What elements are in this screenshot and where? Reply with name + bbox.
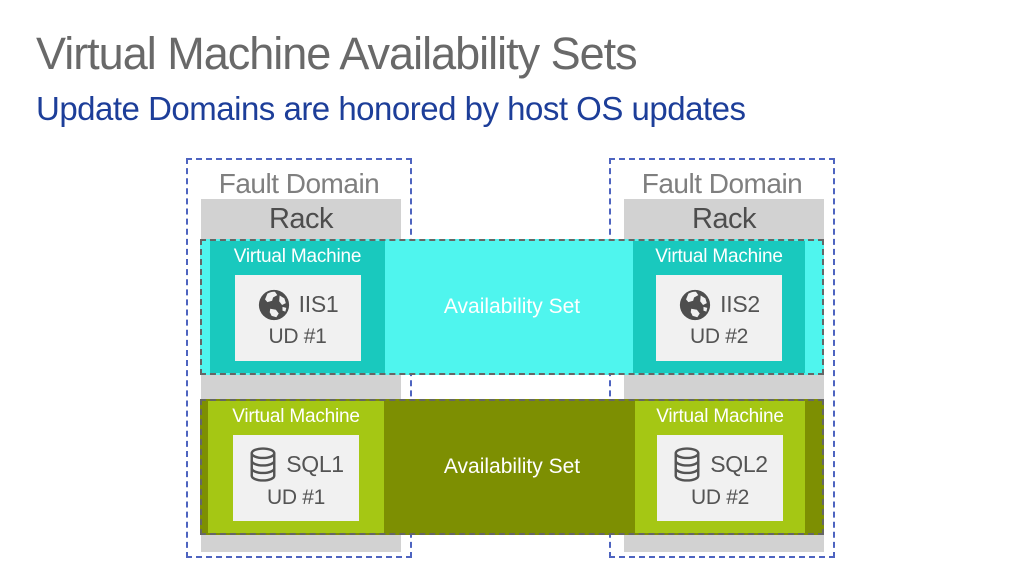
vm-card-iis1: Virtual Machine IIS1 UD #1 [210,241,385,373]
vm-ud-label: UD #2 [690,486,750,509]
rack-label: Rack [268,202,334,235]
vm-name: IIS1 [298,291,339,317]
vm-ud-label: UD #1 [266,486,326,509]
vm-name: SQL1 [286,451,344,477]
vm-inner-panel: IIS1 UD #1 [234,275,361,361]
database-icon [672,446,702,483]
slide-title: Virtual Machine Availability Sets [36,28,638,79]
rack-label: Rack [691,202,757,235]
rack-bar-left: Rack [201,199,401,239]
vm-card-sql1: Virtual Machine SQL1 UD #1 [208,401,384,533]
vm-inner-panel: SQL2 UD #2 [657,435,783,521]
vm-inner-panel: SQL1 UD #1 [233,435,359,521]
vm-card-iis2: Virtual Machine IIS2 UD #2 [633,241,805,373]
slide-subtitle: Update Domains are honored by host OS up… [36,90,746,127]
vm-name: SQL2 [710,451,768,477]
availability-set-label: Availability Set [443,295,581,318]
globe-icon [678,288,712,322]
rack-strip [624,534,824,552]
vm-title: Virtual Machine [232,406,360,427]
availability-set-web: Virtual Machine IIS1 UD #1 [200,239,824,375]
vm-title: Virtual Machine [655,246,783,267]
vm-title: Virtual Machine [656,406,784,427]
vm-card-sql2: Virtual Machine SQL2 UD #2 [635,401,805,533]
fault-domain-label: Fault Domain [641,168,803,199]
fault-domain-label: Fault Domain [218,168,380,199]
database-icon [248,446,278,483]
rack-strip [201,375,401,399]
rack-strip [201,534,401,552]
vm-name: IIS2 [720,291,760,317]
availability-set-sql: Virtual Machine SQL1 UD #1 Avail [200,399,824,535]
globe-icon [257,288,291,322]
availability-set-label: Availability Set [443,455,581,478]
rack-bar-right: Rack [624,199,824,239]
vm-inner-panel: IIS2 UD #2 [656,275,782,361]
vm-ud-label: UD #2 [689,324,749,348]
rack-strip [624,375,824,399]
vm-title: Virtual Machine [233,246,362,267]
vm-ud-label: UD #1 [268,324,327,348]
